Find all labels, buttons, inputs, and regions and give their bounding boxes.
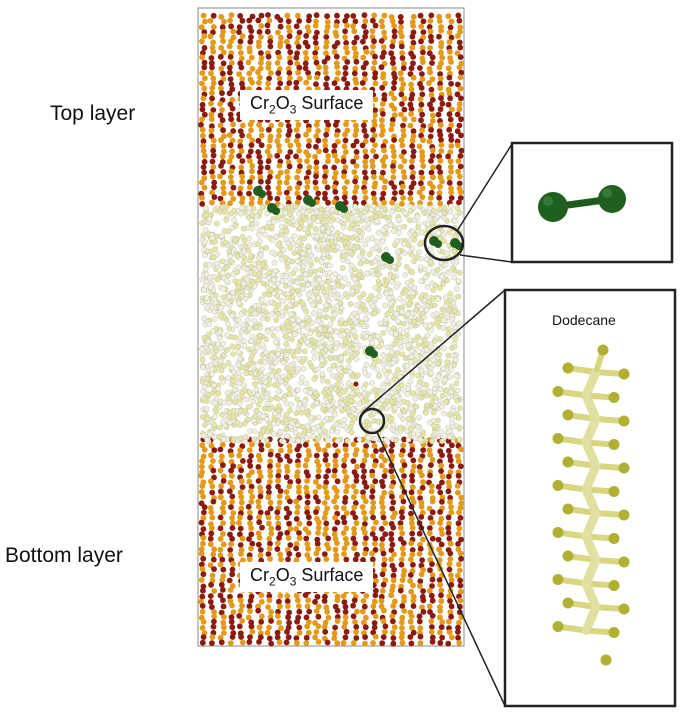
dodecane-callout-circle — [358, 407, 386, 435]
bottom-surface-label: Cr2O3 Surface — [240, 562, 374, 592]
dodecane-callout-line — [376, 431, 506, 707]
dodecane-callout-line — [362, 289, 506, 413]
additive-callout-line — [456, 143, 513, 232]
bottom-layer-label: Bottom layer — [5, 544, 123, 567]
top-layer-label: Top layer — [50, 102, 136, 125]
dodecane-label: Dodecane — [552, 312, 616, 328]
top-surface-label: Cr2O3 Surface — [240, 90, 374, 120]
dodecane-molecule — [552, 344, 630, 666]
additive-callout-line — [459, 254, 513, 263]
additive-molecule — [538, 185, 626, 222]
additive-callout-circle — [423, 224, 465, 262]
